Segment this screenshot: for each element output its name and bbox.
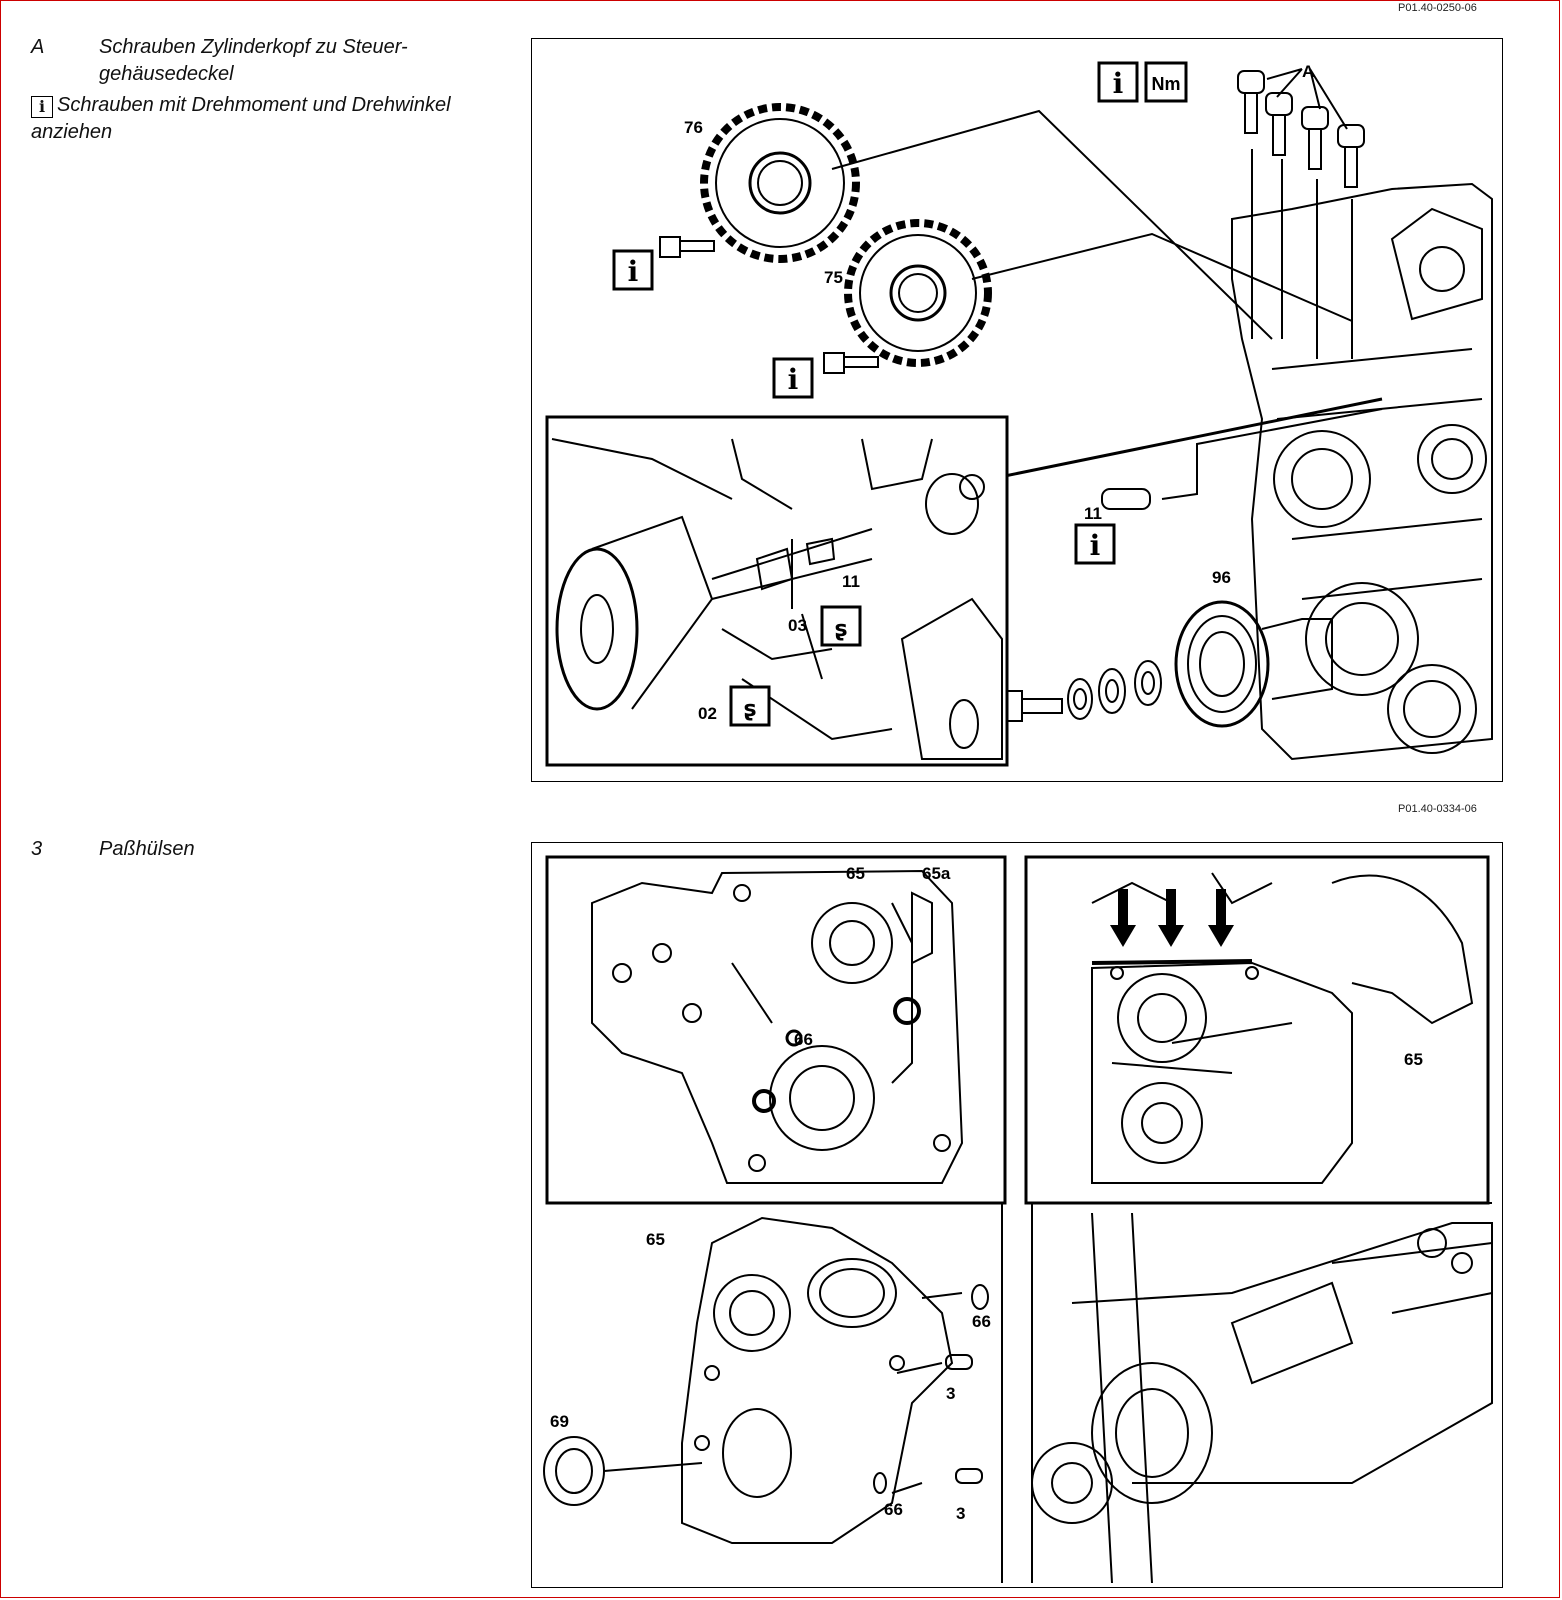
info-i-icon: i: [772, 357, 814, 399]
label-inset-02: 02: [698, 704, 717, 723]
gear-75-icon: [844, 219, 992, 367]
svg-text:i: i: [1113, 67, 1124, 100]
special-tool-icon: ʂ: [820, 605, 862, 647]
arrow-down-icon: [1158, 889, 1184, 947]
label-left-65a: 65a: [922, 864, 951, 883]
note-text: Schrauben mit Drehmoment und Drehwinkel …: [31, 94, 451, 143]
label-main-65: 65: [646, 1230, 665, 1249]
inset-detail: ʂ ʂ 11 03 02: [545, 415, 1009, 767]
label-main-66-top: 66: [972, 1312, 991, 1331]
legend-key: A: [31, 36, 45, 58]
arrow-down-icon: [1110, 889, 1136, 947]
label-main-69: 69: [550, 1412, 569, 1431]
svg-text:ʂ: ʂ: [834, 617, 847, 642]
torque-nm-icon: Nm: [1144, 61, 1188, 103]
legend-item-3: 3 Paßhülsen: [31, 836, 471, 866]
pulley-96-icon: [1174, 600, 1333, 728]
gear-bolt-icon: [659, 236, 879, 374]
info-i-icon: i: [1097, 61, 1139, 103]
legend-text: Schrauben Zylinderkopf zu Steuer-gehäuse…: [99, 36, 408, 85]
figure-camshaft-gears-drawing: i Nm i i i A 76 75 11 96: [545, 61, 1493, 767]
label-sleeve-11: 11: [1084, 504, 1102, 523]
label-left-65: 65: [846, 864, 865, 883]
inset-cover-installed: 65: [1024, 855, 1490, 1205]
legend-text: Paßhülsen: [99, 838, 195, 860]
label-gear-75: 75: [824, 268, 843, 287]
label-main-3-top: 3: [946, 1384, 955, 1403]
arrow-down-icon: [1208, 889, 1234, 947]
figure-camshaft-gears: i Nm i i i A 76 75 11 96: [531, 38, 1503, 782]
legend-item-a: A Schrauben Zylinderkopf zu Steuer-gehäu…: [31, 34, 471, 90]
figure-dowel-sleeves: 65 65a 66: [531, 842, 1503, 1588]
label-main-3-bottom: 3: [956, 1504, 965, 1523]
legend-key: 3: [31, 838, 43, 860]
figure-reference-middle: P01.40-0334-06: [1398, 803, 1477, 815]
info-i-icon: i: [31, 96, 53, 118]
svg-text:ʂ: ʂ: [743, 697, 756, 722]
figure-reference-top: P01.40-0250-06: [1398, 2, 1477, 14]
special-tool-icon: ʂ: [729, 685, 771, 727]
label-main-66-bottom: 66: [884, 1500, 903, 1519]
washer-stack-icon: [1067, 660, 1162, 720]
svg-text:i: i: [788, 363, 799, 396]
info-i-icon: i: [612, 249, 654, 291]
svg-text:i: i: [628, 255, 639, 288]
label-right-65: 65: [1404, 1050, 1423, 1069]
label-inset-11: 11: [842, 572, 860, 591]
label-inset-03: 03: [788, 616, 807, 635]
figure-dowel-sleeves-drawing: 65 65a 66: [543, 855, 1493, 1584]
svg-text:i: i: [1090, 529, 1101, 562]
engine-block-drawing: [1231, 182, 1493, 761]
label-a: A: [1302, 62, 1314, 81]
gear-76-icon: [700, 103, 860, 263]
label-left-66: 66: [794, 1030, 813, 1049]
torque-label: Nm: [1151, 74, 1180, 94]
inset-cover-front: 65 65a 66: [545, 855, 1007, 1205]
label-pulley-96: 96: [1212, 568, 1231, 587]
cylinder-head-bolt-icon: [1237, 70, 1365, 188]
exploded-cover-drawing: [543, 1202, 1493, 1584]
label-gear-76: 76: [684, 118, 703, 137]
sleeve-11-icon: [1101, 488, 1151, 510]
info-i-icon: i: [1074, 523, 1116, 565]
